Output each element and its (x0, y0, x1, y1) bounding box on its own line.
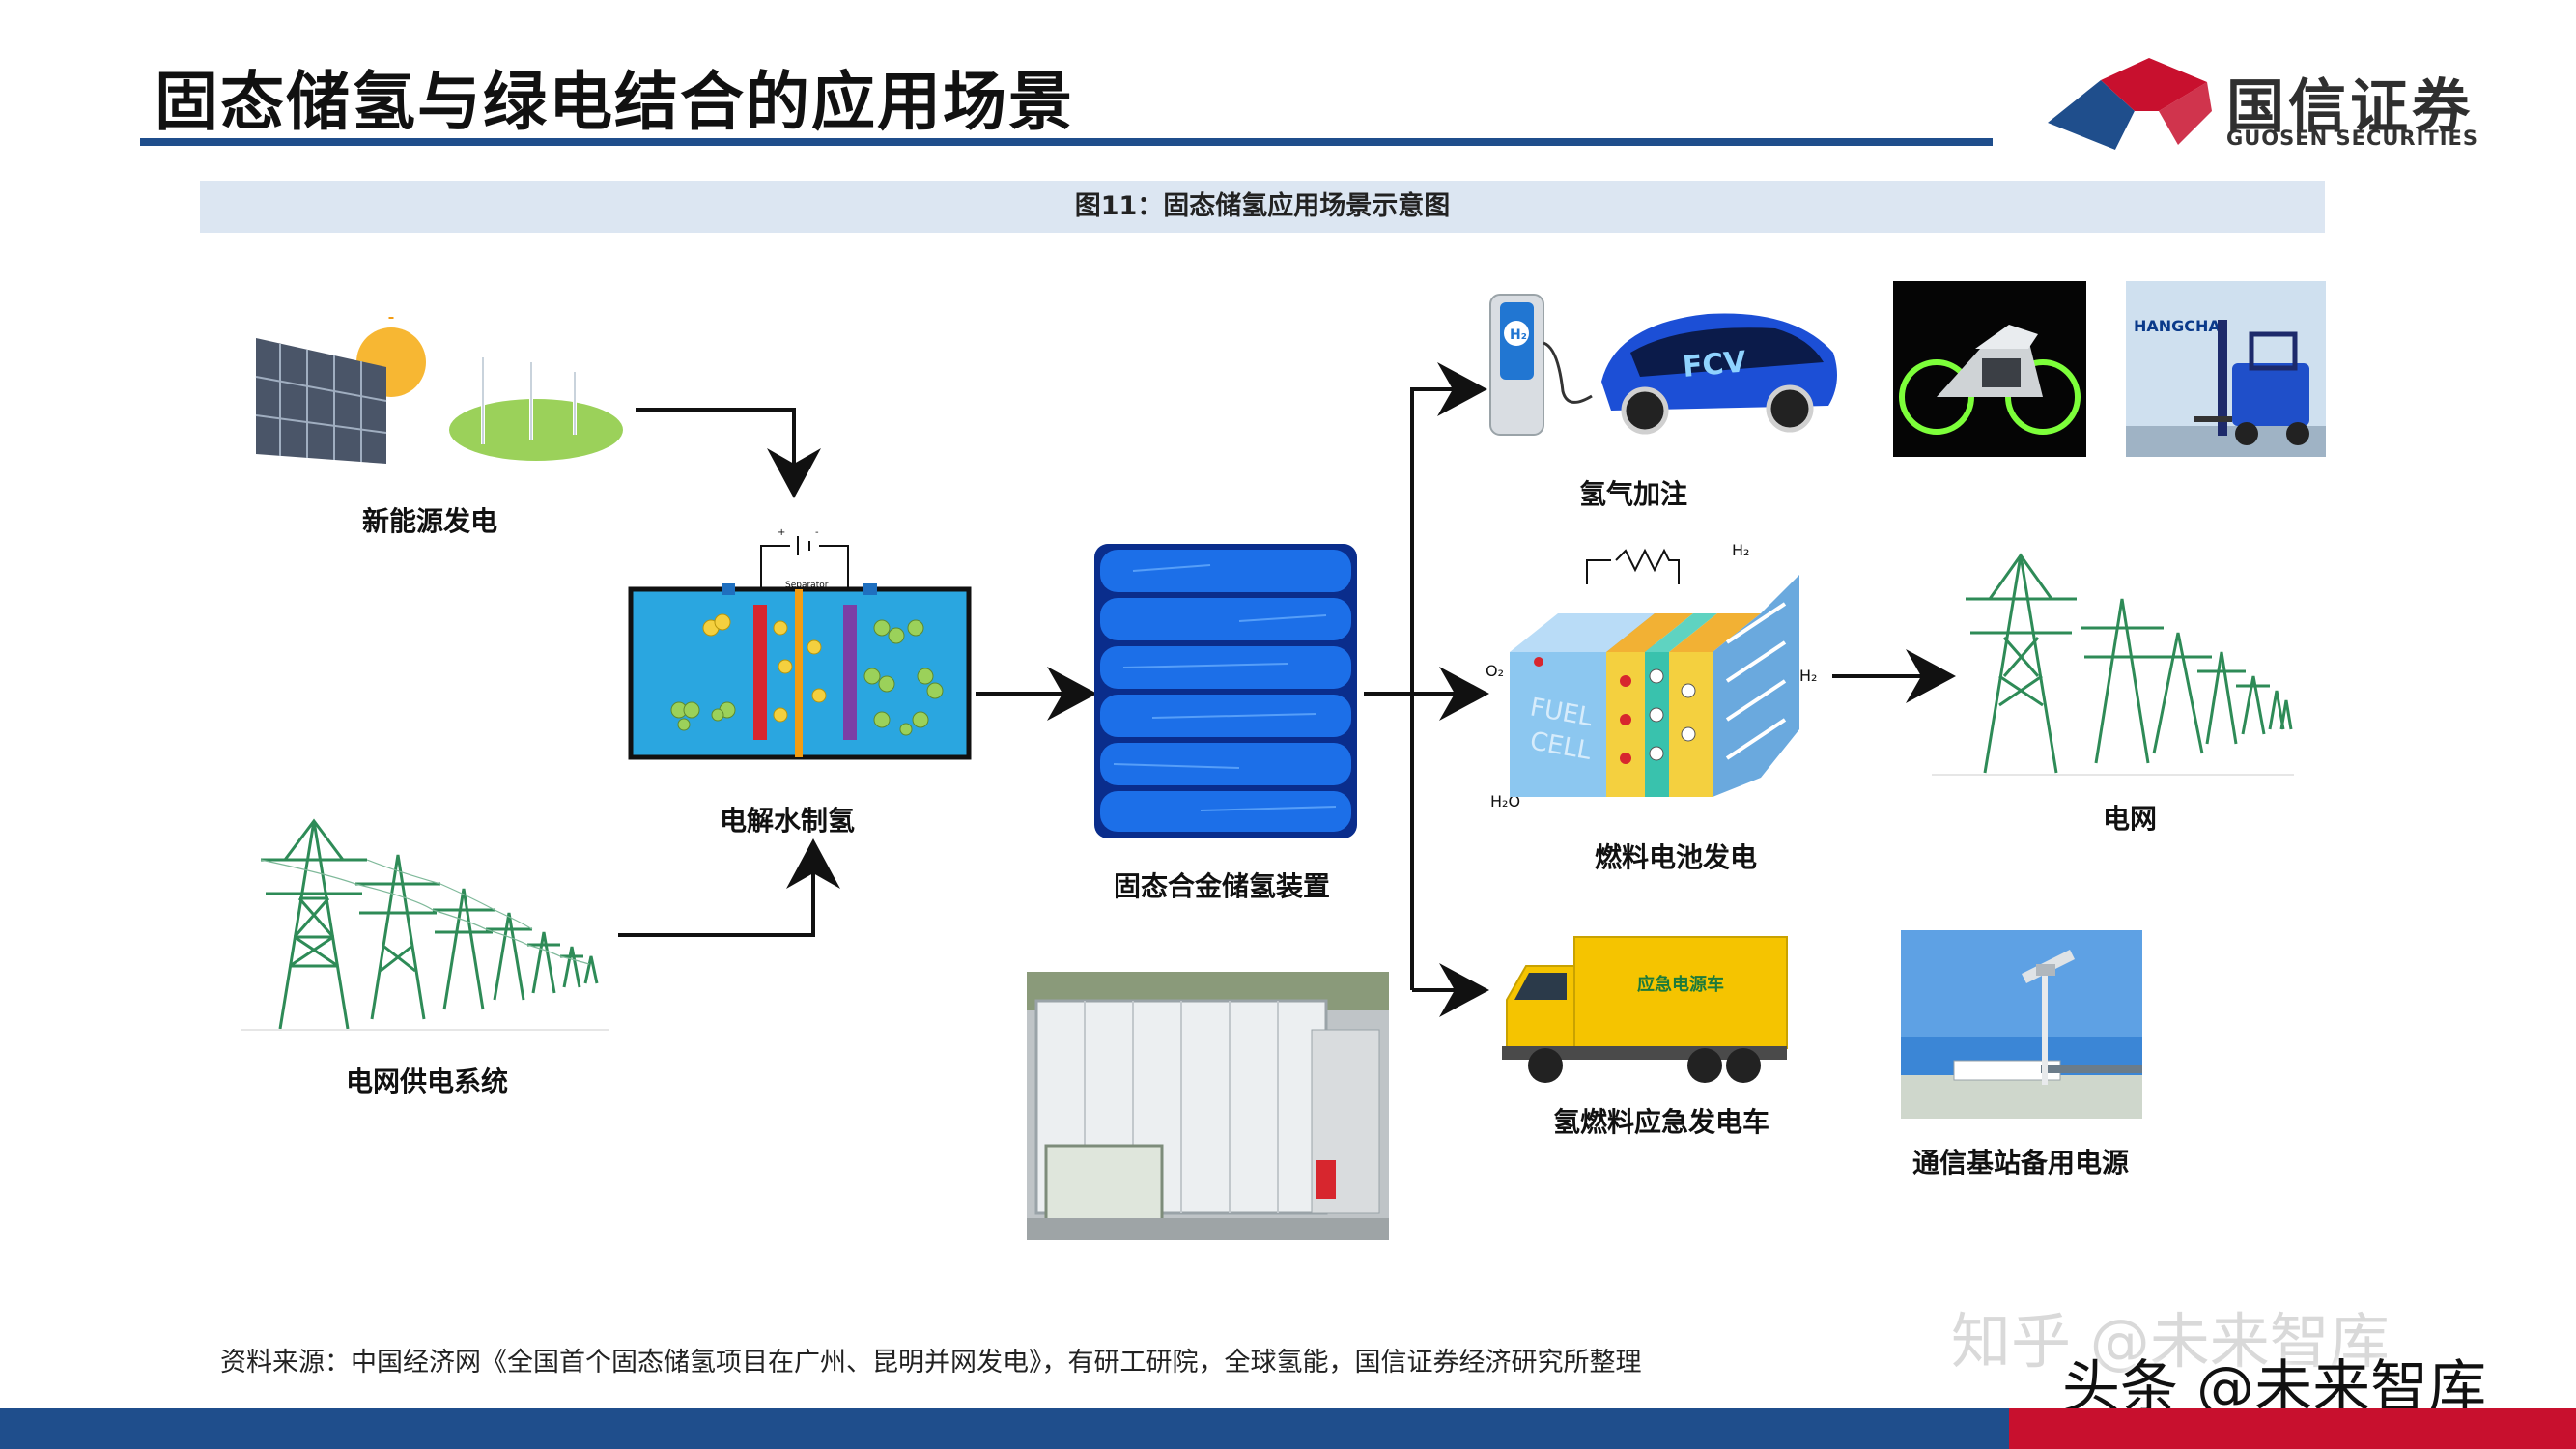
svg-text:-: - (815, 527, 819, 538)
svg-text:O₂: O₂ (1486, 662, 1504, 680)
svg-text:+: + (778, 527, 785, 538)
forklift-brand-text: HANGCHA (2134, 317, 2221, 335)
hydrogen-container-picture (1027, 972, 1389, 1240)
label-telecom-backup: 通信基站备用电源 (1911, 1147, 2130, 1179)
watermark-zhihu: 知乎 @未来智库 (1951, 1306, 2390, 1377)
grid-towers-right-picture (1932, 553, 2294, 776)
fcv-refueling-picture: H₂ FCV (1489, 294, 1837, 436)
fcv-text: FCV (1682, 345, 1748, 384)
svg-text:H₂: H₂ (1799, 667, 1817, 685)
figure-title: 图11：固态储氢应用场景示意图 (1074, 191, 1451, 221)
svg-text:H₂: H₂ (1510, 327, 1527, 343)
telecom-station-picture (1901, 930, 2142, 1119)
logo-text-en: GUOSEN SECURITIES (2226, 127, 2479, 150)
electrolysis-tank-picture: + - Separator (628, 527, 972, 760)
label-grid: 电网 (2102, 803, 2158, 835)
truck-text: 应急电源车 (1637, 974, 1724, 995)
svg-text:H₂: H₂ (1732, 541, 1749, 559)
label-emergency-vehicle: 氢燃料应急发电车 (1552, 1106, 1770, 1138)
footer-bar-accent (2009, 1408, 2576, 1449)
fuel-cell-picture: O₂ H₂ H₂ H₂O FUEL CELL (1486, 541, 1817, 810)
motorcycle-picture (1893, 281, 2086, 457)
title-underline (140, 138, 1993, 146)
forklift-picture: HANGCHA (2126, 281, 2326, 457)
page-title: 固态储氢与绿电结合的应用场景 (155, 65, 1074, 139)
grid-towers-picture (241, 818, 609, 1031)
arrow-renewable-to-electrolysis (636, 408, 821, 498)
guosen-logo-icon (2048, 58, 2212, 150)
arrow-grid-to-electrolysis (618, 838, 840, 937)
figure-banner (200, 181, 2325, 233)
source-note: 资料来源：中国经济网《全国首个固态储氢项目在广州、昆明并网发电》，有研工研院，全… (220, 1348, 1642, 1378)
solar-wind-picture (255, 317, 623, 464)
label-fuel-cell: 燃料电池发电 (1594, 841, 1758, 873)
separator-label: Separator (785, 581, 829, 590)
label-electrolysis: 电解水制氢 (719, 805, 856, 837)
label-storage: 固态合金储氢装置 (1113, 870, 1331, 902)
emergency-truck-picture: 应急电源车 (1502, 936, 1788, 1083)
arrow-storage-to-branches (1364, 362, 1489, 1017)
label-renewable: 新能源发电 (361, 505, 498, 537)
logo-text-cn: 国信证券 (2226, 73, 2474, 141)
label-refueling: 氢气加注 (1578, 478, 1688, 510)
label-grid-supply: 电网供电系统 (345, 1065, 509, 1097)
hydrogen-storage-picture (1094, 544, 1357, 838)
